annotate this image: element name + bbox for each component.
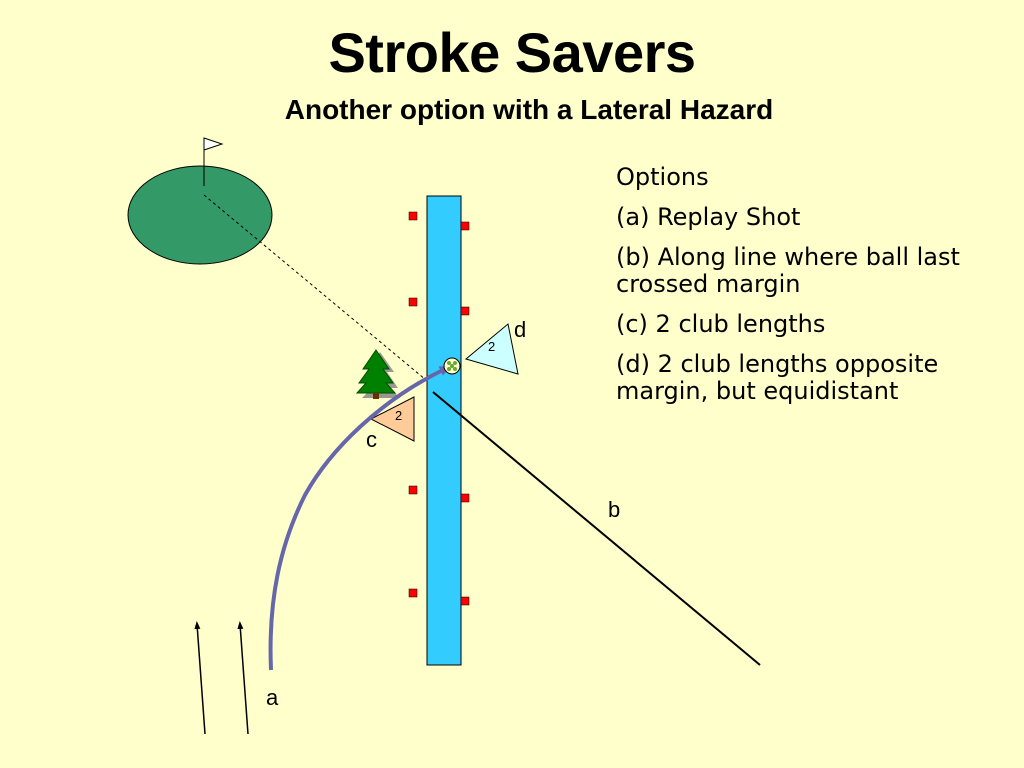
options-heading: Options [616, 163, 709, 191]
label-d: d [514, 317, 526, 342]
page-subtitle: Another option with a Lateral Hazard [284, 94, 774, 125]
page-title: Stroke Savers [328, 21, 696, 84]
hazard-stake [460, 493, 470, 503]
option-d-club-length: 2 [488, 339, 495, 354]
option-b-line [432, 391, 761, 666]
arrow-icon [194, 621, 206, 735]
hole-to-ball-dashed-line [203, 194, 433, 386]
tree-icon [355, 349, 400, 399]
hazard-stake [460, 596, 470, 606]
option-d-zone [464, 323, 519, 375]
option-c-club-length: 2 [395, 408, 402, 423]
option-d: (d) 2 club lengths opposite margin, but … [616, 350, 939, 405]
label-a: a [266, 685, 279, 710]
hazard-stake [460, 306, 470, 316]
option-c: (c) 2 club lengths [616, 310, 826, 338]
option-b: (b) Along line where ball last crossed m… [616, 243, 960, 298]
flag-icon [203, 137, 224, 186]
hazard-stake [408, 297, 418, 307]
arrow-icon [237, 621, 249, 735]
hazard-stake [408, 211, 418, 221]
hazard-stake [408, 485, 418, 495]
hazard-stake [408, 588, 418, 598]
label-c: c [366, 427, 377, 452]
ball-icon [443, 357, 461, 375]
hazard-stake [460, 221, 470, 231]
option-c-zone [369, 396, 415, 442]
option-a: (a) Replay Shot [616, 203, 801, 231]
shot-path [268, 365, 452, 671]
label-b: b [608, 497, 620, 522]
water-hazard [426, 195, 462, 666]
options-list: Options (a) Replay Shot (b) Along line w… [616, 164, 1006, 418]
putting-green [127, 165, 273, 265]
